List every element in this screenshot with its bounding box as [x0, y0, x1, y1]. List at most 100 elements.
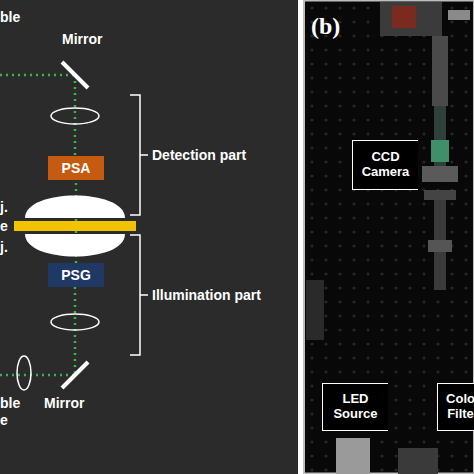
table-hole	[324, 244, 327, 247]
table-hole	[380, 370, 383, 373]
table-hole	[380, 468, 383, 471]
table-hole	[422, 412, 425, 415]
table-hole	[450, 48, 453, 51]
table-hole	[338, 286, 341, 289]
objective-lens	[25, 196, 125, 219]
camera-body	[380, 2, 442, 36]
table-hole	[408, 426, 411, 429]
table-hole	[366, 258, 369, 261]
table-hole	[422, 314, 425, 317]
table-hole	[450, 370, 453, 373]
table-hole	[310, 188, 313, 191]
table-hole	[408, 342, 411, 345]
table-hole	[464, 146, 467, 149]
table-hole	[394, 90, 397, 93]
table-hole	[394, 272, 397, 275]
table-hole	[366, 356, 369, 359]
table-hole	[464, 216, 467, 219]
table-hole	[324, 342, 327, 345]
table-hole	[450, 104, 453, 107]
table-hole	[380, 48, 383, 51]
table-hole	[352, 48, 355, 51]
table-hole	[310, 90, 313, 93]
table-hole	[464, 6, 467, 9]
table-hole	[450, 90, 453, 93]
table-hole	[366, 202, 369, 205]
bracket	[130, 95, 148, 215]
table-hole	[366, 286, 369, 289]
table-hole	[338, 118, 341, 121]
table-hole	[366, 230, 369, 233]
table-hole	[324, 132, 327, 135]
table-hole	[310, 272, 313, 275]
beam-illumination	[74, 287, 77, 375]
table-hole	[464, 440, 467, 443]
table-hole	[380, 356, 383, 359]
node-label: Colo Filte	[442, 392, 474, 422]
camera-label	[392, 6, 416, 28]
part-label: j.	[0, 240, 8, 254]
table-hole	[422, 90, 425, 93]
table-hole	[352, 34, 355, 37]
table-hole	[394, 300, 397, 303]
table-hole	[310, 174, 313, 177]
table-hole	[324, 104, 327, 107]
table-hole	[422, 286, 425, 289]
table-hole	[366, 20, 369, 23]
table-hole	[310, 384, 313, 387]
table-hole	[394, 314, 397, 317]
table-hole	[394, 356, 397, 359]
table-hole	[464, 328, 467, 331]
table-hole	[422, 328, 425, 331]
table-hole	[380, 272, 383, 275]
table-hole	[408, 104, 411, 107]
led-housing	[336, 438, 370, 474]
table-hole	[310, 216, 313, 219]
table-hole	[394, 258, 397, 261]
table-hole	[324, 258, 327, 261]
part-label: j.	[0, 200, 8, 214]
polarization-state-analyzer: PSA	[48, 156, 104, 180]
table-hole	[464, 48, 467, 51]
table-hole	[450, 440, 453, 443]
table-hole	[324, 300, 327, 303]
table-hole	[422, 426, 425, 429]
table-hole	[338, 328, 341, 331]
table-hole	[408, 48, 411, 51]
polarizer-mount	[428, 240, 452, 252]
lens-mount	[422, 166, 458, 182]
table-hole	[422, 384, 425, 387]
table-hole	[324, 202, 327, 205]
table-hole	[366, 300, 369, 303]
table-hole	[464, 272, 467, 275]
table-hole	[352, 118, 355, 121]
table-hole	[394, 244, 397, 247]
table-hole	[464, 370, 467, 373]
table-hole	[380, 314, 383, 317]
part-label: e	[0, 219, 8, 233]
table-hole	[436, 440, 439, 443]
table-hole	[366, 62, 369, 65]
photo-callout-box: CCD Camera	[352, 140, 418, 190]
table-hole	[310, 342, 313, 345]
table-hole	[380, 90, 383, 93]
stage-knob	[448, 10, 470, 20]
bracket	[130, 235, 148, 355]
table-hole	[366, 6, 369, 9]
table-hole	[380, 342, 383, 345]
table-hole	[380, 244, 383, 247]
table-hole	[422, 48, 425, 51]
table-hole	[380, 258, 383, 261]
table-hole	[324, 118, 327, 121]
table-hole	[338, 174, 341, 177]
table-hole	[464, 342, 467, 345]
table-hole	[310, 398, 313, 401]
table-hole	[450, 342, 453, 345]
table-hole	[394, 118, 397, 121]
table-hole	[310, 370, 313, 373]
objective-lens	[25, 234, 125, 257]
table-hole	[352, 62, 355, 65]
table-hole	[464, 468, 467, 471]
